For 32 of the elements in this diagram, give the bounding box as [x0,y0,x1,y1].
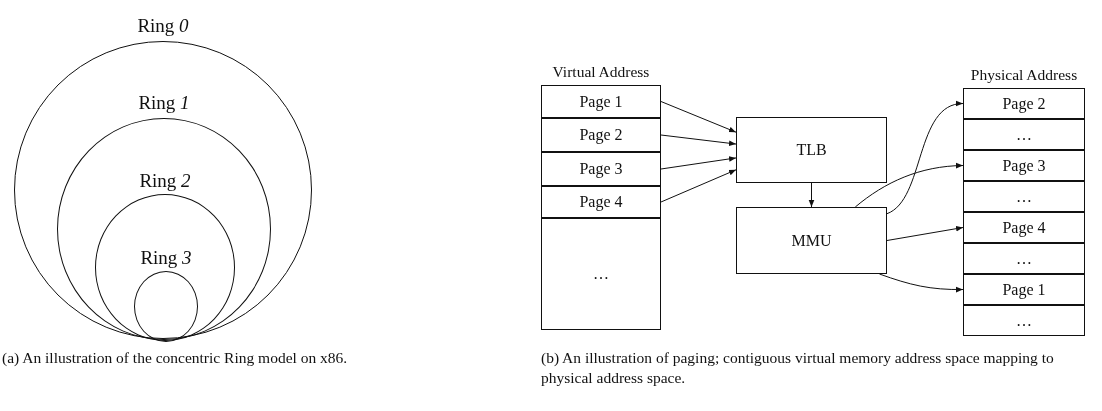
ring-label: Ring 2 [139,170,191,192]
memory-page-cell: … [963,119,1085,150]
memory-page-cell: … [963,181,1085,212]
memory-page-cell: Page 3 [963,150,1085,181]
memory-page-cell: … [963,305,1085,336]
process-box: TLB [736,117,887,183]
arrow [808,182,815,208]
arrow [660,101,737,133]
memory-page-cell: … [541,218,661,330]
arrow [886,101,964,215]
memory-page-cell: Page 1 [541,85,661,118]
arrow [878,273,964,293]
column-heading: Physical Address [970,66,1078,84]
arrow [660,156,737,170]
process-box: MMU [736,207,887,274]
column-heading: Virtual Address [552,63,650,81]
memory-page-cell: Page 2 [963,88,1085,119]
arrow [854,163,964,208]
figure-caption: (a) An illustration of the concentric Ring model on x86. [2,348,349,368]
arrow [660,169,737,203]
memory-page-cell: Page 2 [541,118,661,152]
ring-label: Ring 1 [138,92,190,114]
memory-page-cell: … [963,243,1085,274]
arrow [660,134,737,146]
arrow [886,225,964,241]
memory-page-cell: Page 4 [541,186,661,218]
figure-caption: (b) An illustration of paging; contiguous virtual memory address space mapping to physical address space. [541,348,1055,388]
memory-page-cell: Page 1 [963,274,1085,305]
memory-page-cell: Page 4 [963,212,1085,243]
ring-label: Ring 3 [140,247,192,269]
memory-page-cell: Page 3 [541,152,661,186]
ring-label: Ring 0 [137,15,189,37]
